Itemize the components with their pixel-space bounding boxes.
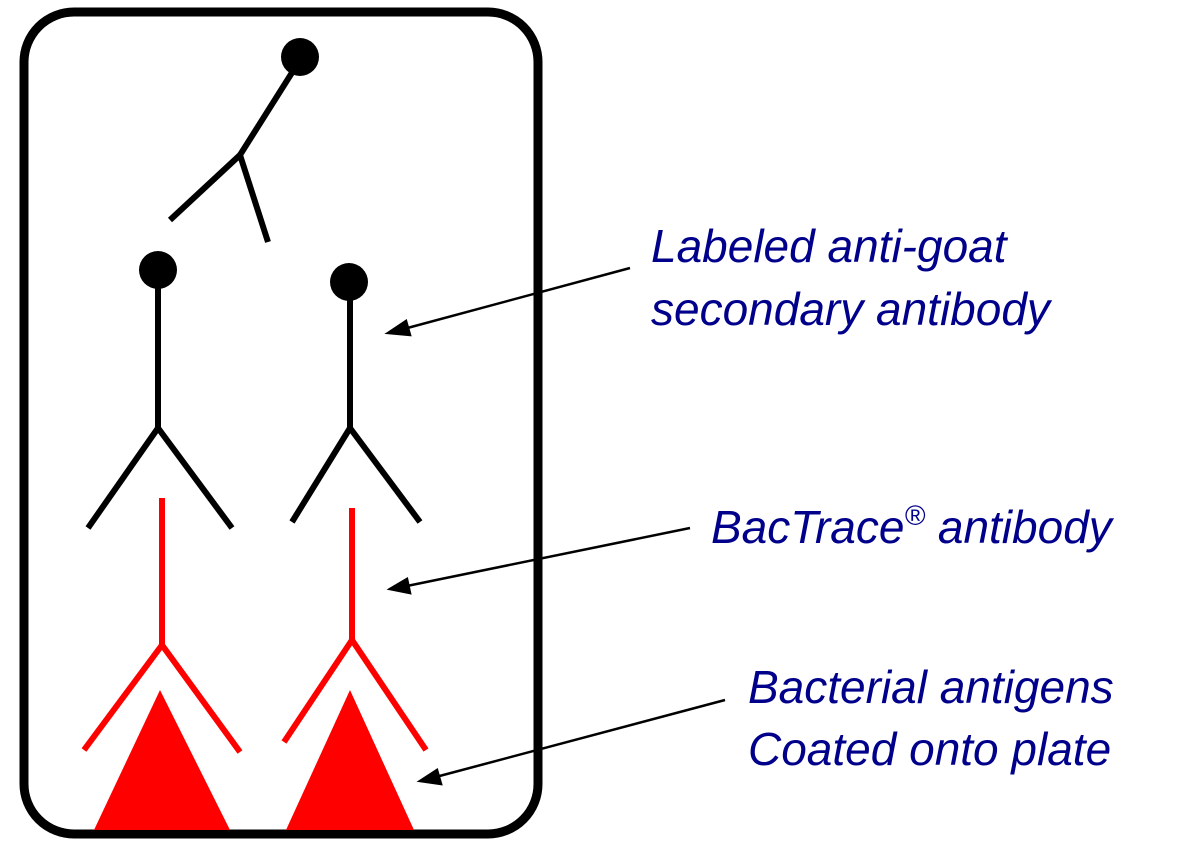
bactrace-suffix: antibody <box>925 501 1115 553</box>
secondary-right-arm-right <box>350 428 420 522</box>
free-antibody-label-dot <box>281 38 319 76</box>
label-secondary-antibody-line2: secondary antibody <box>651 283 1053 335</box>
label-secondary-antibody-line1: Labeled anti-goat <box>651 220 1009 272</box>
arrow-bacterial-antigens <box>432 700 725 778</box>
registered-mark: ® <box>904 500 925 531</box>
bactrace-name: BacTrace <box>711 501 904 553</box>
free-antibody-arm-left <box>170 155 240 220</box>
secondary-left-arm-left <box>88 428 158 528</box>
arrow-secondary-antibody-head <box>388 321 410 335</box>
label-bactrace-antibody: BacTrace® antibody <box>711 500 1115 553</box>
arrow-bactrace-antibody-head <box>390 579 410 593</box>
secondary-left-arm-right <box>158 428 232 528</box>
secondary-left-label-dot <box>139 251 177 289</box>
label-bacterial-antigens-line2: Coated onto plate <box>748 723 1111 775</box>
secondary-right-arm-left <box>292 428 350 522</box>
secondary-antibody-right <box>292 263 420 522</box>
free-secondary-antibody <box>170 38 319 242</box>
secondary-antibody-left <box>88 251 232 528</box>
arrow-secondary-antibody <box>400 268 630 330</box>
label-bacterial-antigens-line1: Bacterial antigens <box>748 661 1114 713</box>
free-antibody-stem <box>240 60 300 155</box>
arrow-bacterial-antigens-head <box>420 770 441 784</box>
well-outline <box>24 12 538 834</box>
free-antibody-arm-right <box>240 155 268 242</box>
arrow-bactrace-antibody <box>402 528 690 587</box>
pointer-arrows <box>388 268 725 784</box>
secondary-right-label-dot <box>330 263 368 301</box>
